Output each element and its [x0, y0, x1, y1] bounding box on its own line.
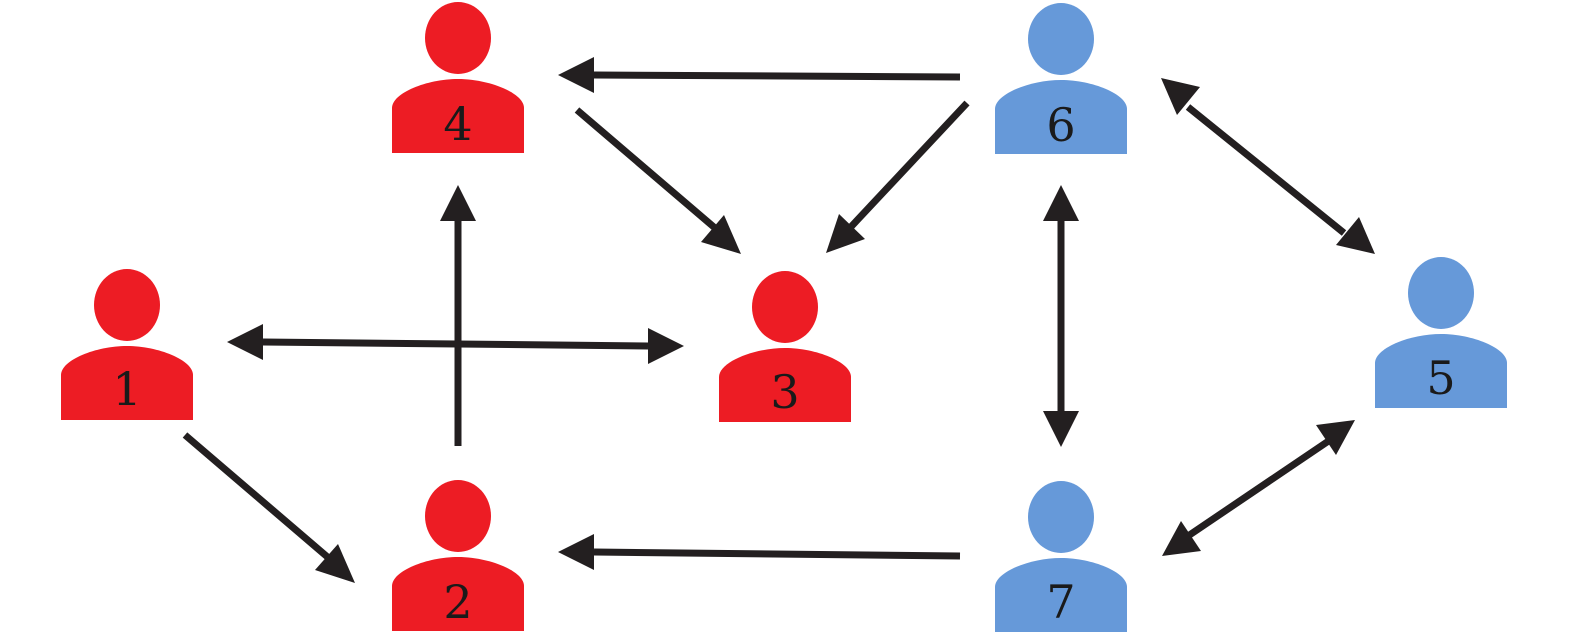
node-7: 7 [995, 481, 1127, 632]
edge-4-to-3 [574, 107, 718, 231]
edge-7-to-2 [593, 548, 961, 560]
node-3: 3 [719, 271, 851, 422]
edges-layer [182, 71, 1347, 563]
arrowhead-to-3-from-4 [701, 215, 741, 254]
arrowhead-to-6-from-7 [1043, 185, 1079, 221]
arrowhead-to-3-from-1 [648, 328, 684, 364]
arrowhead-to-2-from-7 [558, 534, 594, 570]
arrowhead-to-3-from-6 [826, 214, 865, 253]
edge-6-to-3 [845, 100, 970, 233]
arrowhead-to-6-from-5 [1161, 78, 1200, 115]
node-6: 6 [995, 3, 1127, 154]
arrowhead-to-5-from-6 [1336, 217, 1375, 254]
arrowhead-to-1 [227, 324, 263, 360]
node-5: 5 [1375, 257, 1507, 408]
arrowhead-to-7-from-6 [1043, 411, 1079, 447]
node-1: 1 [61, 269, 193, 420]
node-2-label: 2 [443, 575, 472, 629]
arrowheads-layer [227, 57, 1375, 583]
node-2: 2 [392, 480, 524, 631]
arrowhead-to-7-from-5 [1162, 521, 1201, 556]
node-4-label: 4 [443, 97, 472, 151]
edge-6-5 [1185, 104, 1347, 236]
arrowhead-to-4-from-6 [558, 57, 594, 93]
edge-7-5 [1186, 437, 1332, 539]
node-7-label: 7 [1046, 575, 1075, 629]
edge-6-to-4 [593, 71, 961, 81]
node-4: 4 [392, 2, 524, 153]
arrowhead-to-2 [315, 544, 355, 583]
nodes-layer: 1 2 3 4 5 6 7 [61, 2, 1507, 632]
node-3-label: 3 [770, 365, 799, 419]
arrowhead-to-4-from-2 [440, 185, 476, 221]
node-6-label: 6 [1046, 98, 1075, 152]
node-1-label: 1 [112, 362, 141, 416]
edge-1-3 [262, 338, 649, 350]
node-5-label: 5 [1426, 351, 1455, 405]
arrowhead-to-5-from-7 [1316, 420, 1355, 455]
edge-1-to-2 [182, 432, 334, 563]
